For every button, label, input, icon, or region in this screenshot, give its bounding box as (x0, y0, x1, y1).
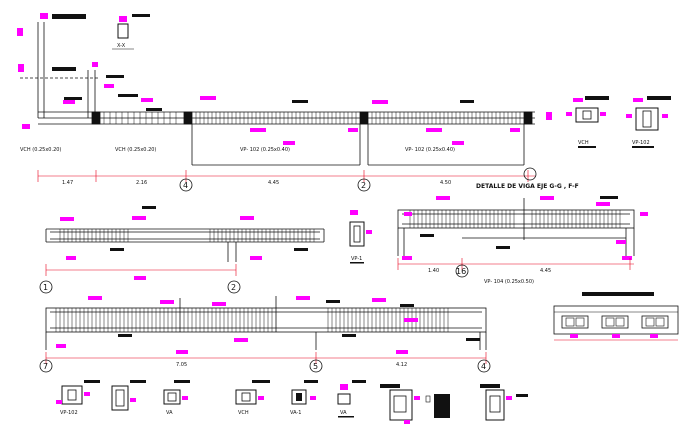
top-beam-stirrups (103, 112, 521, 124)
bottom-beam-dimension-line (45, 352, 487, 364)
mid-left-beam-tags (60, 206, 308, 280)
detail-title: DETALLE DE VIGA EJE G-G , F-F (476, 183, 579, 190)
section-bottom-6-label: VA (340, 410, 347, 416)
mid-left-beam-axes: 1 2 (39, 280, 241, 294)
dim-4: 4.50 (440, 180, 451, 186)
section-va-1: VA (163, 380, 190, 416)
section-vp102-bottom: VP-102 (56, 380, 100, 416)
dim-3: 4.45 (268, 180, 279, 186)
beam-vp104-stirrups (409, 210, 621, 228)
axis-4: 4 (183, 181, 188, 190)
mid-left-beam-stirrups (59, 229, 315, 242)
wall-detail-1 (380, 384, 450, 424)
axis-2: 2 (361, 181, 366, 190)
dim-2: 2.16 (136, 180, 147, 186)
section-bottom-2 (111, 380, 146, 411)
bottom-dim-1: 7.05 (176, 362, 187, 368)
beam-vp104 (397, 198, 635, 256)
mid-left-beam (45, 228, 325, 262)
section-vch-label: VCH (578, 140, 589, 146)
section-mark-label: X-X (117, 43, 126, 49)
mid-left-beam-dimensions (45, 264, 237, 276)
column-tags (17, 13, 138, 100)
beam-label-vp102-1: VP- 102 (0.25x0.40) (240, 147, 290, 153)
beam-vp104-annotations: 1.40 4.45 16 VP- 104 (0.25x0.50) (428, 264, 551, 285)
beam-vp104-tags (402, 196, 648, 260)
section-vp102-label: VP-102 (632, 140, 650, 146)
top-beam-dimension-line (37, 170, 535, 182)
axis-5: 5 (313, 362, 318, 371)
section-bottom-1-label: VP-102 (60, 410, 78, 416)
beam-label-vch-1: VCH (0.25x0.20) (20, 147, 61, 153)
bottom-beam-tags (56, 296, 480, 354)
wall-elevation (553, 292, 679, 341)
axis-4b: 4 (481, 362, 486, 371)
beam-label-vp104: VP- 104 (0.25x0.50) (484, 279, 534, 285)
dim-1: 1.47 (62, 180, 73, 186)
column-elevation (20, 22, 100, 118)
bottom-beam (45, 296, 487, 350)
section-vch-top: VCH (566, 96, 609, 148)
axis-2b: 2 (231, 283, 236, 292)
section-vp1: VP-1 (349, 210, 372, 264)
bottom-beam-dimensions: 7.05 4.12 (176, 362, 407, 368)
section-vp102-top: VP-102 (626, 96, 671, 148)
section-va-2: VA (337, 380, 366, 418)
axis-16: 16 (456, 267, 466, 276)
section-bottom-3-label: VA (166, 410, 173, 416)
section-va1-bottom: VA-1 (290, 380, 318, 416)
section-bottom-4-label: VCH (238, 410, 249, 416)
vp104-dim-2: 4.45 (540, 268, 551, 274)
xx-section-mark: X-X (112, 14, 150, 50)
top-beam-labels: VCH (0.25x0.20) VCH (0.25x0.20) VP- 102 … (20, 147, 455, 153)
axis-7: 7 (43, 362, 48, 371)
axis-1: 1 (43, 283, 48, 292)
wall-detail-2 (480, 384, 528, 421)
bottom-beam-stirrups (55, 308, 449, 332)
section-vp1-label: VP-1 (351, 256, 362, 262)
vp104-dim-1: 1.40 (428, 268, 439, 274)
top-beam-tags (22, 96, 520, 145)
top-beam-axes: 4 2 (179, 167, 537, 192)
section-vch-bottom: VCH (235, 380, 270, 416)
section-bottom-5-label: VA-1 (290, 410, 301, 416)
beam-label-vch-2: VCH (0.25x0.20) (115, 147, 156, 153)
top-right-tag (546, 112, 552, 120)
beam-vp104-dimension-line (397, 258, 634, 270)
top-beam-dimensions: 1.47 2.16 4.45 4.50 (62, 180, 451, 186)
bottom-dim-2: 4.12 (396, 362, 407, 368)
bottom-beam-axes: 7 5 4 (39, 359, 491, 373)
beam-label-vp102-2: VP- 102 (0.25x0.40) (405, 147, 455, 153)
top-beam (38, 111, 535, 166)
